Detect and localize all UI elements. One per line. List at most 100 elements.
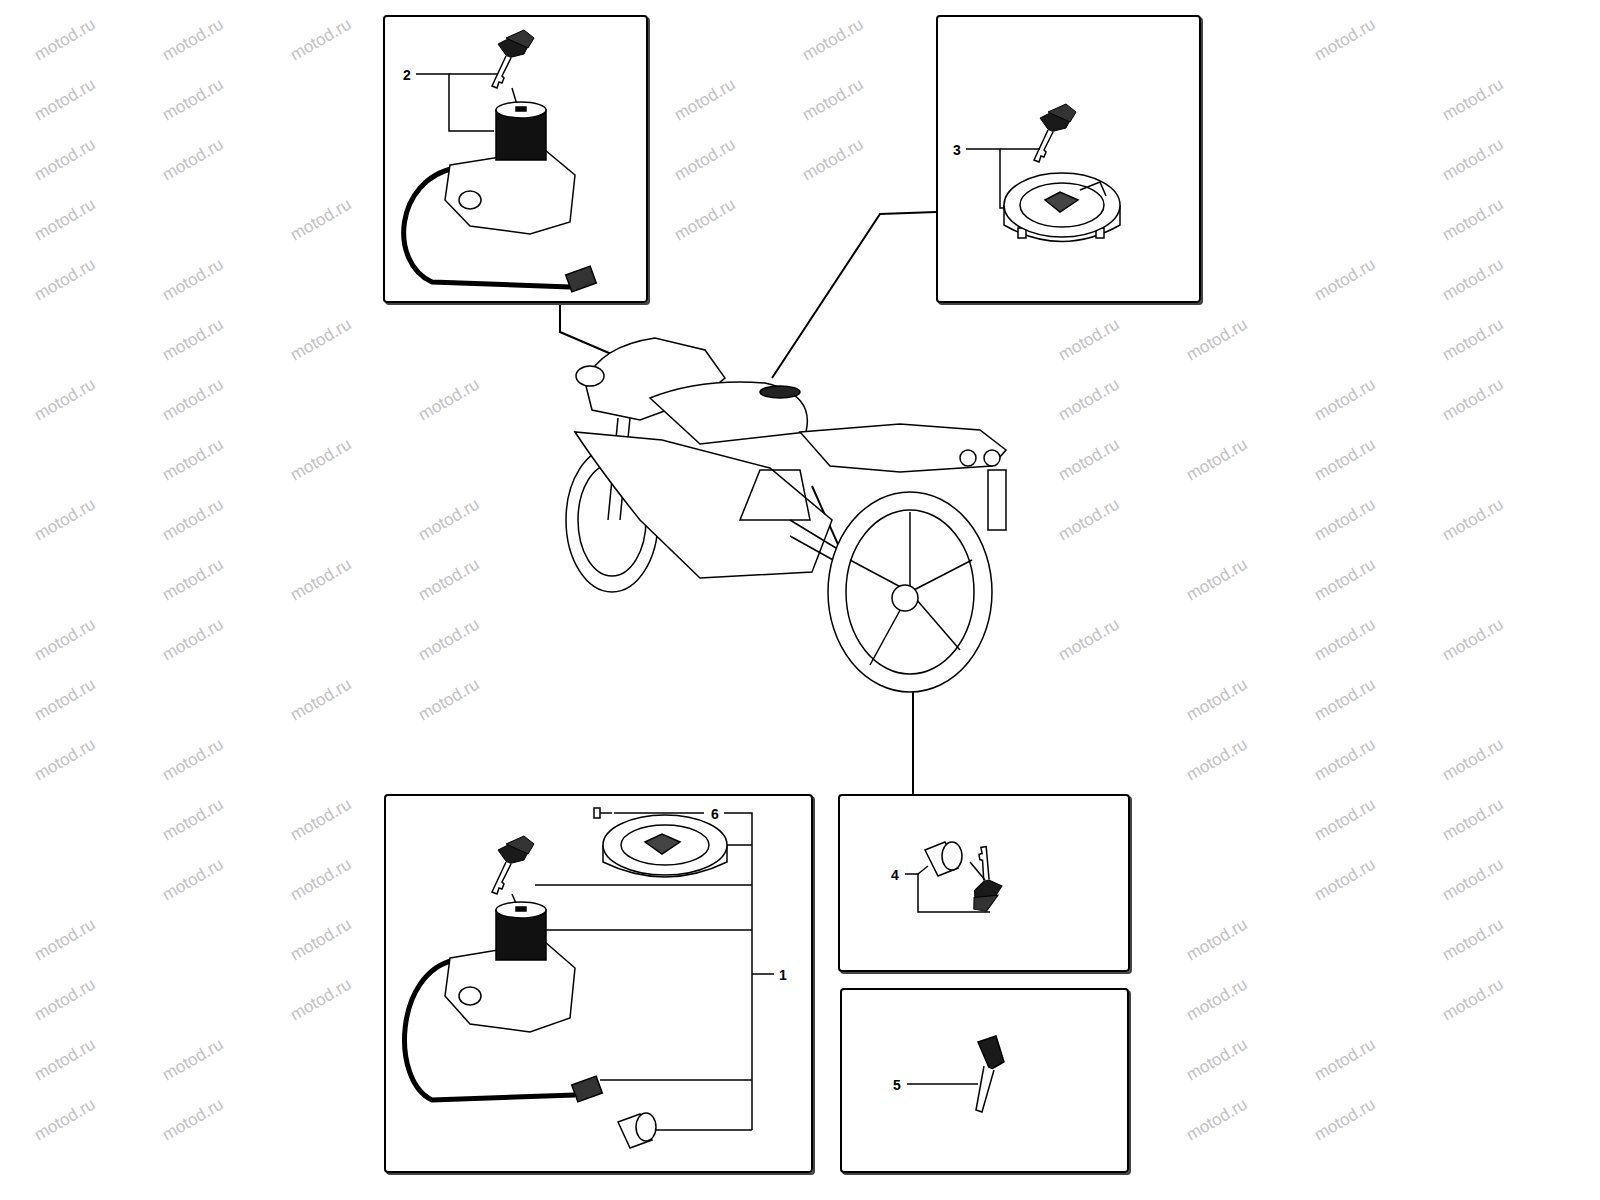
parts-panel: 2	[383, 15, 648, 303]
watermark: motod.ru	[1183, 435, 1250, 484]
watermark: motod.ru	[1183, 315, 1250, 364]
blank-key	[976, 1036, 1004, 1112]
callout-number: 5	[893, 1077, 901, 1093]
leader-lines	[535, 813, 774, 1130]
watermark: motod.ru	[1439, 195, 1506, 244]
watermark: motod.ru	[799, 135, 866, 184]
callout-number: 2	[403, 67, 411, 83]
watermark: motod.ru	[1183, 735, 1250, 784]
watermark: motod.ru	[1055, 495, 1122, 544]
watermark: motod.ru	[1055, 315, 1122, 364]
motorcycle	[566, 338, 1006, 692]
watermark: motod.ru	[287, 15, 354, 64]
watermark: motod.ru	[1439, 795, 1506, 844]
watermark: motod.ru	[159, 795, 226, 844]
watermark: motod.ru	[415, 615, 482, 664]
leader-lines	[416, 74, 498, 131]
watermark: motod.ru	[31, 15, 98, 64]
watermark: motod.ru	[1439, 855, 1506, 904]
watermark: motod.ru	[1439, 315, 1506, 364]
watermark: motod.ru	[799, 15, 866, 64]
watermark: motod.ru	[159, 495, 226, 544]
parts-panel: 61	[384, 794, 813, 1173]
watermark: motod.ru	[1311, 375, 1378, 424]
watermark: motod.ru	[31, 1095, 98, 1144]
callout-number: 3	[953, 142, 961, 158]
watermark: motod.ru	[1055, 375, 1122, 424]
callout-number: 1	[779, 967, 787, 983]
watermark: motod.ru	[671, 195, 738, 244]
watermark: motod.ru	[1055, 435, 1122, 484]
watermark: motod.ru	[159, 735, 226, 784]
callout-number: 4	[891, 867, 899, 883]
watermark: motod.ru	[31, 915, 98, 964]
watermark: motod.ru	[1311, 1035, 1378, 1084]
watermark: motod.ru	[1311, 255, 1378, 304]
watermark: motod.ru	[159, 255, 226, 304]
watermark: motod.ru	[287, 315, 354, 364]
watermark: motod.ru	[1183, 915, 1250, 964]
watermark: motod.ru	[159, 75, 226, 124]
watermark: motod.ru	[287, 555, 354, 604]
watermark: motod.ru	[159, 615, 226, 664]
watermark: motod.ru	[1439, 915, 1506, 964]
leader-lines	[907, 1083, 978, 1085]
watermark: motod.ru	[1183, 555, 1250, 604]
parts-panel: 5	[840, 988, 1129, 1173]
watermark: motod.ru	[415, 555, 482, 604]
watermark: motod.ru	[1311, 15, 1378, 64]
watermark: motod.ru	[1439, 135, 1506, 184]
seat-lock	[925, 842, 1014, 916]
watermark: motod.ru	[287, 435, 354, 484]
watermark: motod.ru	[287, 855, 354, 904]
watermark: motod.ru	[1311, 435, 1378, 484]
watermark: motod.ru	[287, 915, 354, 964]
watermark: motod.ru	[287, 795, 354, 844]
leader-lines	[966, 149, 1040, 208]
watermark: motod.ru	[1311, 495, 1378, 544]
watermark: motod.ru	[1439, 375, 1506, 424]
watermark: motod.ru	[31, 195, 98, 244]
watermark: motod.ru	[159, 555, 226, 604]
watermark: motod.ru	[31, 675, 98, 724]
watermark: motod.ru	[415, 675, 482, 724]
watermark: motod.ru	[1183, 1035, 1250, 1084]
watermark: motod.ru	[1311, 615, 1378, 664]
watermark: motod.ru	[31, 1035, 98, 1084]
watermark: motod.ru	[1439, 495, 1506, 544]
watermark: motod.ru	[287, 675, 354, 724]
watermark: motod.ru	[31, 495, 98, 544]
watermark: motod.ru	[1311, 735, 1378, 784]
watermark: motod.ru	[1055, 615, 1122, 664]
watermark: motod.ru	[31, 735, 98, 784]
watermark: motod.ru	[1439, 255, 1506, 304]
leader-lines	[905, 866, 990, 912]
watermark: motod.ru	[1311, 855, 1378, 904]
watermark: motod.ru	[159, 1095, 226, 1144]
watermark: motod.ru	[415, 495, 482, 544]
watermark: motod.ru	[159, 1035, 226, 1084]
watermark: motod.ru	[287, 975, 354, 1024]
ignition-switch	[404, 30, 597, 292]
watermark: motod.ru	[1311, 1095, 1378, 1144]
watermark: motod.ru	[31, 75, 98, 124]
watermark: motod.ru	[1311, 795, 1378, 844]
watermark: motod.ru	[671, 135, 738, 184]
watermark: motod.ru	[1439, 735, 1506, 784]
parts-panel: 3	[936, 15, 1201, 303]
watermark: motod.ru	[159, 435, 226, 484]
watermark: motod.ru	[31, 615, 98, 664]
watermark: motod.ru	[415, 375, 482, 424]
watermark: motod.ru	[1439, 75, 1506, 124]
watermark: motod.ru	[1311, 555, 1378, 604]
watermark: motod.ru	[159, 135, 226, 184]
watermark: motod.ru	[31, 255, 98, 304]
watermark: motod.ru	[1183, 675, 1250, 724]
watermark: motod.ru	[287, 195, 354, 244]
watermark: motod.ru	[799, 75, 866, 124]
watermark: motod.ru	[1183, 1095, 1250, 1144]
watermark: motod.ru	[159, 375, 226, 424]
watermark: motod.ru	[1311, 675, 1378, 724]
